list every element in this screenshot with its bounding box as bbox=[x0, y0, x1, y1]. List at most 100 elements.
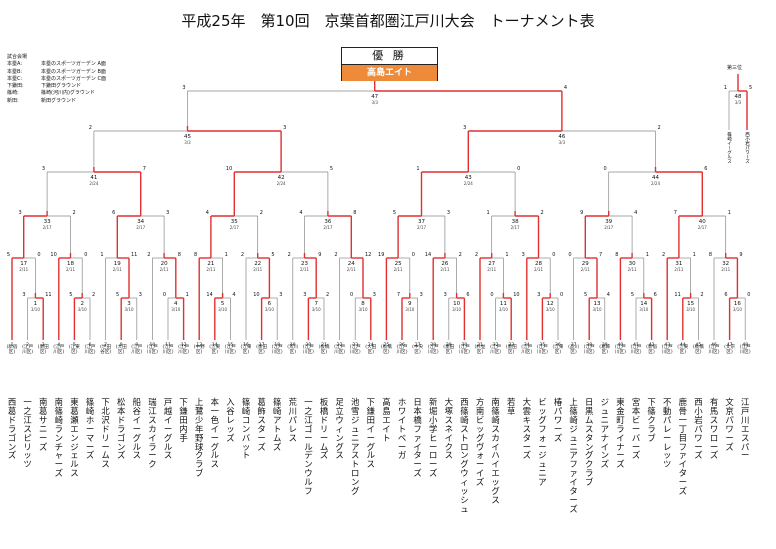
team-district: (江戸川区) bbox=[224, 345, 236, 356]
match-number: 8 bbox=[361, 301, 365, 307]
match-date: 3/10 bbox=[125, 307, 134, 312]
team-district: (中野区) bbox=[193, 345, 205, 356]
match-number: 46 bbox=[558, 134, 565, 140]
match-date: 3/10 bbox=[359, 307, 368, 312]
team-district: (江戸川区) bbox=[661, 345, 673, 356]
score-label: 0 bbox=[517, 166, 520, 172]
score-label: 2 bbox=[662, 252, 665, 258]
score-label: 5 bbox=[330, 166, 333, 172]
champion-box: 優 勝 高島エイト bbox=[341, 47, 438, 81]
team-name: 下鎌田内手 bbox=[179, 397, 188, 443]
match-date: 2/17 bbox=[43, 225, 52, 230]
match-number: 15 bbox=[687, 301, 694, 307]
score-label: 1 bbox=[724, 85, 727, 91]
venue-heading: 試合会場 bbox=[7, 54, 28, 60]
match-date: 2/17 bbox=[698, 225, 707, 230]
team-name: 椿パワーズ bbox=[553, 397, 563, 443]
match-date: 3/10 bbox=[78, 307, 87, 312]
score-label: 6 bbox=[654, 292, 657, 298]
team-district: (大田区) bbox=[115, 345, 127, 356]
score-label: 1 bbox=[186, 292, 189, 298]
team-name: 松本ドラゴンズ bbox=[117, 397, 126, 461]
match-number: 10 bbox=[453, 301, 460, 307]
score-label: 8 bbox=[709, 252, 712, 258]
score-label: 4 bbox=[634, 210, 637, 216]
team-name: 下鎌田イーグルス bbox=[366, 397, 375, 470]
match-number: 39 bbox=[605, 219, 612, 225]
match-number: 26 bbox=[441, 261, 448, 267]
match-number: 31 bbox=[675, 261, 682, 267]
team-number: 8 bbox=[120, 342, 123, 348]
team-district: (江戸川区) bbox=[53, 345, 65, 356]
score-label: 12 bbox=[365, 252, 371, 258]
team-name: 南葛サニーズ bbox=[39, 397, 48, 452]
team-district: (江戸川区) bbox=[427, 345, 439, 356]
team-name: 新堀小学ヒーローズ bbox=[429, 397, 438, 479]
match-number: 38 bbox=[512, 219, 519, 225]
score-label: 4 bbox=[206, 210, 209, 216]
team-number: 10 bbox=[150, 342, 156, 348]
page-title: 平成25年 第10回 京葉首都圏江戸川大会 トーナメント表 bbox=[181, 12, 595, 30]
match-number: 32 bbox=[722, 261, 729, 267]
third-place-team: 篠崎イーグルス bbox=[727, 131, 732, 164]
team-number: 29 bbox=[446, 342, 452, 348]
score-label: 1 bbox=[487, 210, 490, 216]
match-number: 48 bbox=[735, 94, 742, 100]
score-label: 2 bbox=[260, 210, 263, 216]
match-number: 20 bbox=[161, 261, 168, 267]
match-date: 3/3 bbox=[735, 100, 742, 105]
team-district: (江戸川区) bbox=[739, 345, 751, 356]
team-district: (荒川区) bbox=[287, 345, 299, 356]
team-name: 荒川パレス bbox=[288, 397, 297, 443]
team-number: 25 bbox=[384, 342, 390, 348]
score-label: 4 bbox=[564, 85, 567, 91]
match-number: 29 bbox=[582, 261, 589, 267]
score-label: 6 bbox=[466, 292, 469, 298]
team-name: 一之江スピリッツ bbox=[23, 397, 32, 470]
score-label: 1 bbox=[646, 252, 649, 258]
team-district: (墨田区) bbox=[443, 345, 455, 356]
score-label: 2 bbox=[73, 210, 76, 216]
team-district: (江東区) bbox=[552, 345, 564, 356]
team-number: 23 bbox=[352, 342, 358, 348]
score-label: 2 bbox=[541, 210, 544, 216]
match-date: 3/10 bbox=[265, 307, 274, 312]
team-number: 35 bbox=[540, 342, 546, 348]
score-label: 0 bbox=[552, 252, 555, 258]
team-name: 瑞江スカイラーク bbox=[148, 397, 157, 470]
match-number: 45 bbox=[184, 134, 191, 140]
team-district: (江戸川区) bbox=[614, 345, 626, 356]
score-label: 5 bbox=[7, 252, 10, 258]
match-number: 16 bbox=[734, 301, 741, 307]
team-district: (墨田区) bbox=[256, 345, 268, 356]
team-name: 日本橋ファイターズ bbox=[413, 397, 422, 479]
venue-row: 本塁A:本塁のスポーツガーデン A面 bbox=[7, 61, 106, 68]
team-number: 9 bbox=[135, 342, 138, 348]
score-label: 0 bbox=[412, 252, 415, 258]
team-district: (江戸川区) bbox=[84, 345, 96, 356]
team-name: ジュニアナインズ bbox=[600, 397, 609, 470]
team-number: 16 bbox=[243, 342, 249, 348]
match-date: 3/10 bbox=[546, 307, 555, 312]
score-label: 4 bbox=[299, 210, 302, 216]
match-date: 3/10 bbox=[31, 307, 40, 312]
team-number: 13 bbox=[196, 342, 202, 348]
match-number: 40 bbox=[699, 219, 706, 225]
champion-label: 優 勝 bbox=[342, 48, 437, 65]
team-number: 27 bbox=[415, 342, 421, 348]
team-name: 篠崎アトムズ bbox=[273, 397, 282, 452]
third-place-label: 第三位 bbox=[727, 65, 743, 71]
third-place-team: 西小岩パワーズ bbox=[745, 132, 750, 164]
team-name: 高島エイト bbox=[382, 397, 391, 443]
score-label: 3 bbox=[279, 292, 282, 298]
team-district: (墨田区) bbox=[37, 345, 49, 356]
team-name: ホワイトベーガ bbox=[397, 397, 407, 461]
match-number: 9 bbox=[408, 301, 412, 307]
team-number: 1 bbox=[11, 342, 14, 348]
score-label: 14 bbox=[206, 292, 212, 298]
match-date: 3/10 bbox=[686, 307, 695, 312]
score-label: 7 bbox=[143, 166, 146, 172]
team-district: (江戸川区) bbox=[396, 345, 408, 356]
team-name: 足立ウィングス bbox=[335, 397, 344, 461]
team-name: ビッグフォージュニア bbox=[538, 397, 547, 488]
